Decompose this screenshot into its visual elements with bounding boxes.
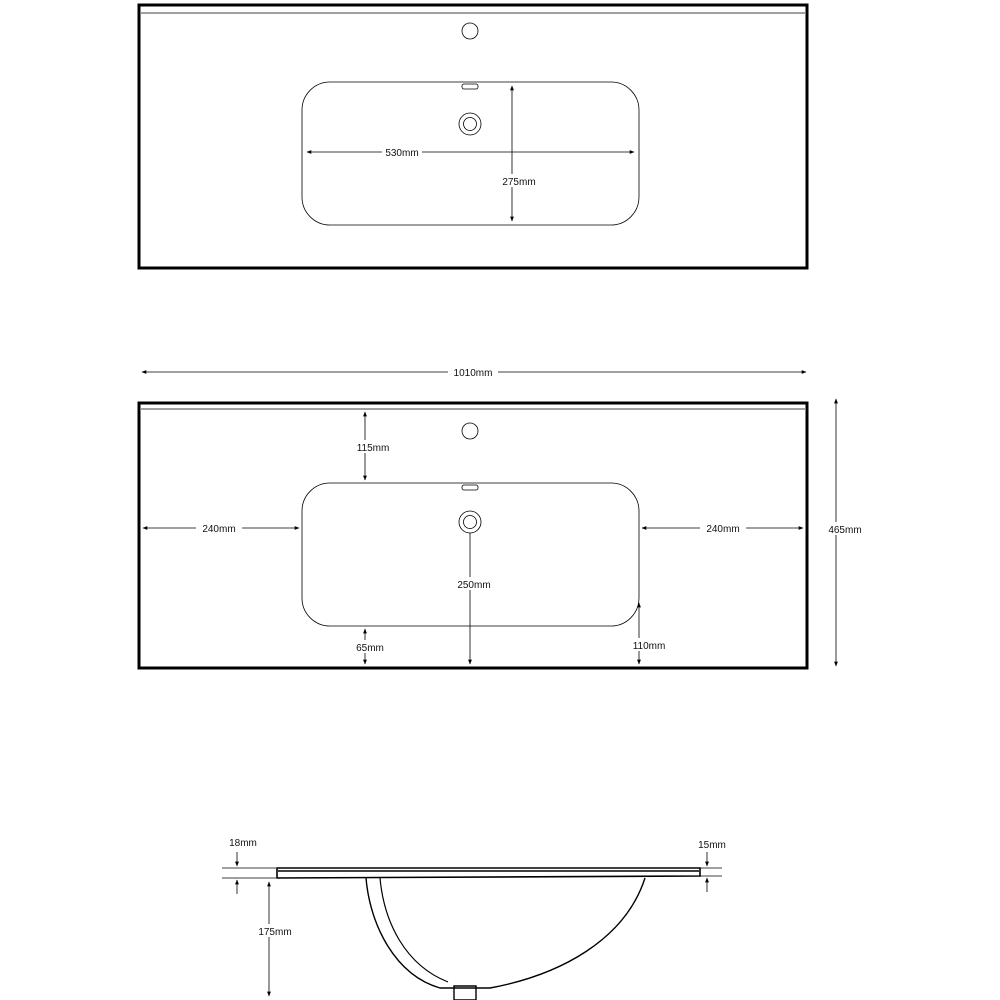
left-margin-label: 240mm (202, 524, 235, 535)
section-countertop-slab (276, 867, 701, 879)
section-bowl-inner (379, 877, 449, 983)
top-view-depth-label: 275mm (502, 177, 535, 188)
overall-depth-label: 465mm (828, 525, 861, 536)
drain-to-front-label: 250mm (457, 580, 490, 591)
section-right-thickness-label: 15mm (698, 840, 726, 851)
top-view-countertop-outline (137, 3, 809, 270)
plan-view-tap-hole (461, 422, 479, 440)
plan-view-bowl-outline (301, 482, 640, 627)
bowl-to-front-left-label: 65mm (356, 643, 384, 654)
tap-to-bowl-label: 115mm (357, 443, 390, 454)
overall-width-label: 1010mm (454, 368, 493, 379)
top-view-overflow (461, 83, 479, 90)
plan-view-overflow (461, 484, 479, 491)
plan-view-drain-outer (458, 510, 482, 534)
top-view-drain-outer (458, 112, 482, 136)
plan-view-countertop-outline (137, 401, 809, 670)
bowl-to-front-right-label: 110mm (633, 641, 666, 652)
section-view: 18mm 175mm 15mm (222, 838, 726, 1000)
section-bowl-outer (365, 877, 646, 989)
top-view-tap-hole (461, 22, 479, 40)
right-margin-label: 240mm (706, 524, 739, 535)
top-view: 530mm 275mm (137, 3, 809, 270)
section-drain-outlet (453, 985, 477, 1000)
plan-view: 1010mm 465mm 115mm 240mm 240mm 250mm (137, 365, 865, 670)
top-view-width-label: 530mm (385, 148, 418, 159)
section-bowl-depth-label: 175mm (258, 927, 291, 938)
section-left-thickness-label: 18mm (229, 838, 257, 849)
plan-view-drain-inner (463, 515, 477, 529)
top-view-bowl-outline (301, 81, 640, 226)
top-view-drain-inner (463, 117, 477, 131)
